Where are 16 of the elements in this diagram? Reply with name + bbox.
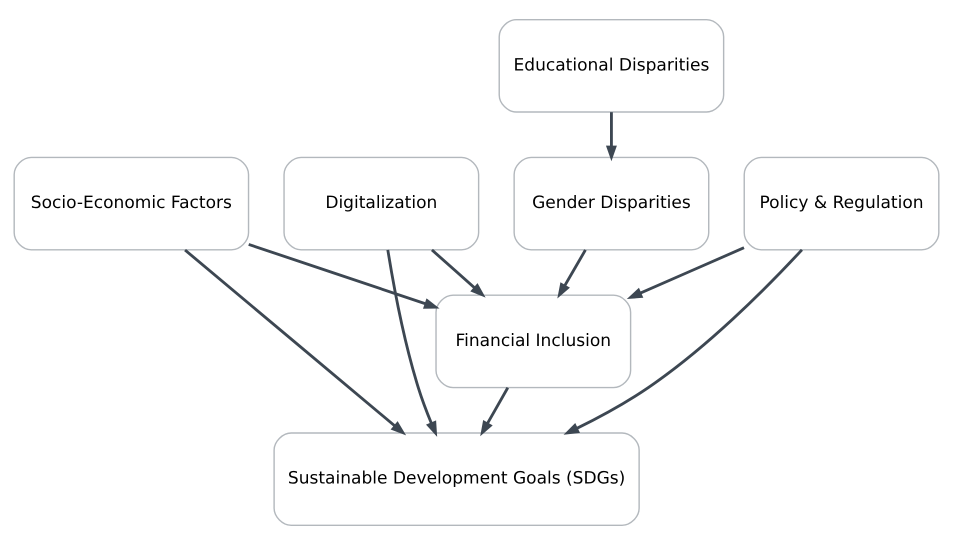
arrow [431, 248, 486, 298]
node-box: Sustainable Development Goals (SDGs) [273, 432, 640, 526]
arrow [626, 246, 745, 299]
arrow [386, 249, 438, 436]
node-box: Digitalization [283, 156, 480, 250]
arrow [480, 386, 510, 436]
node-box: Financial Inclusion [435, 294, 632, 388]
node-box: Socio-Economic Factors [13, 156, 250, 250]
arrow [248, 242, 440, 308]
arrow [557, 248, 587, 298]
arrow [184, 248, 406, 435]
node-box: Educational Disparities [498, 18, 724, 112]
node-box: Policy & Regulation [744, 156, 940, 250]
arrow [606, 112, 617, 161]
arrow [564, 248, 803, 434]
node-box: Gender Disparities [513, 156, 710, 250]
